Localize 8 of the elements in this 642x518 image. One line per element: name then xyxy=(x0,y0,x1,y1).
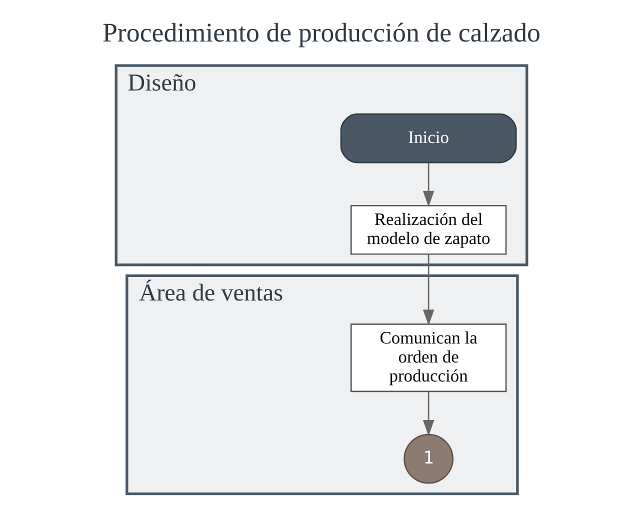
node-circle: 1 xyxy=(403,433,453,484)
diagram-title: Procedimiento de producción de calzado xyxy=(102,16,540,47)
node-box: Comunican la orden de producción xyxy=(350,322,506,392)
node-box: Inicio xyxy=(340,112,516,163)
node-box: Realización del modelo de zapato xyxy=(350,204,506,254)
arrow xyxy=(422,162,434,207)
arrow xyxy=(422,254,434,326)
arrow xyxy=(422,391,434,436)
